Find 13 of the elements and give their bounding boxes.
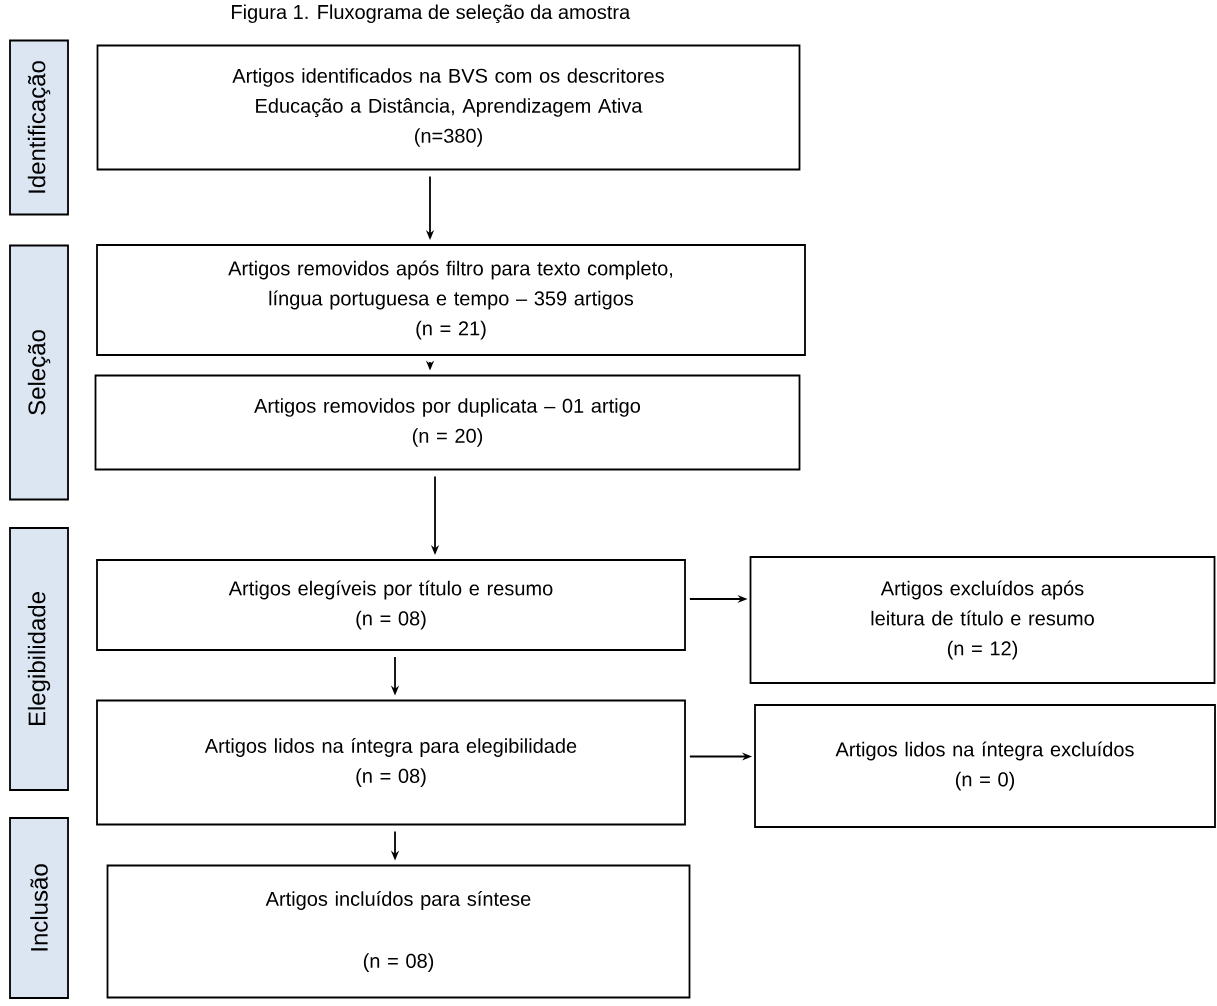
process-box: Artigos excluídos após leitura de título e resumo (n = 12) xyxy=(749,556,1216,684)
stage-label: Inclusão xyxy=(9,817,69,999)
process-box: Artigos identificados na BVS com os descritores Educação a Distância, Aprendizagem Ativa (n=380) xyxy=(96,44,801,171)
process-box: Artigos removidos após filtro para texto completo, língua portuguesa e tempo – 359 artigos (n = 21) xyxy=(96,244,806,356)
process-box: Artigos lidos na íntegra para elegibilidade (n = 08) xyxy=(96,699,686,826)
process-box: Artigos elegíveis por título e resumo (n = 08) xyxy=(96,559,686,651)
process-box: Artigos lidos na íntegra excluídos (n = 0) xyxy=(754,704,1216,828)
process-box: Artigos removidos por duplicata – 01 artigo (n = 20) xyxy=(94,374,801,471)
stage-label: Identificação xyxy=(9,39,69,216)
stage-label: Elegibilidade xyxy=(9,527,69,791)
stage-label: Seleção xyxy=(9,244,69,501)
figure-title: Figura 1. Fluxograma de seleção da amostra xyxy=(232,4,631,24)
process-box: Artigos incluídos para síntese (n = 08) xyxy=(106,864,691,999)
